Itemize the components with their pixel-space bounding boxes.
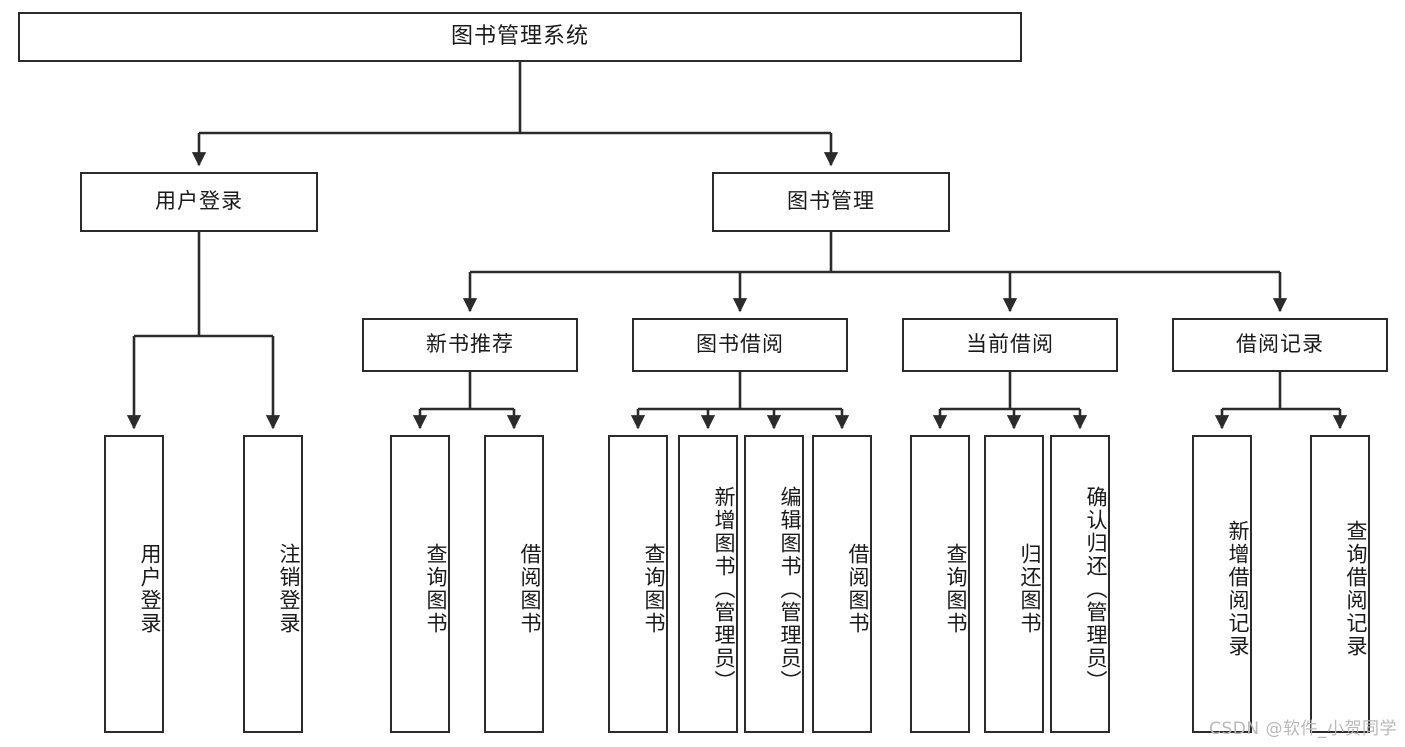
node-leaf-borrow-book-1[interactable]: 借阅图书 <box>484 435 544 733</box>
node-label: 注销登录 <box>277 543 301 635</box>
node-label: 借阅图书 <box>518 543 542 635</box>
node-label: 图书管理系统 <box>450 23 589 49</box>
node-label: 确认归还（管理员） <box>1084 485 1108 693</box>
node-label: 借阅图书 <box>846 543 870 635</box>
node-book-manage[interactable]: 图书管理 <box>712 172 950 232</box>
node-leaf-add-book-admin[interactable]: 新增图书（管理员） <box>678 435 738 733</box>
node-label: 图书管理 <box>787 189 875 214</box>
node-leaf-query-book-2[interactable]: 查询图书 <box>608 435 668 733</box>
node-leaf-logout-login[interactable]: 注销登录 <box>243 435 303 733</box>
csdn-watermark: CSDN @软件_小贺同学 <box>1209 719 1397 739</box>
node-leaf-query-book-1[interactable]: 查询图书 <box>390 435 450 733</box>
node-leaf-borrow-book-2[interactable]: 借阅图书 <box>812 435 872 733</box>
node-book-borrow[interactable]: 图书借阅 <box>632 318 848 372</box>
node-label: 借阅记录 <box>1236 332 1324 357</box>
node-label: 编辑图书（管理员） <box>778 485 802 693</box>
node-label: 查询图书 <box>642 543 666 635</box>
node-label: 查询图书 <box>944 543 968 635</box>
node-label: 用户登录 <box>155 189 243 214</box>
node-label: 新书推荐 <box>426 332 514 357</box>
node-leaf-user-login[interactable]: 用户登录 <box>104 435 164 733</box>
node-leaf-edit-book-admin[interactable]: 编辑图书（管理员） <box>744 435 804 733</box>
node-leaf-add-borrow-record[interactable]: 新增借阅记录 <box>1192 435 1252 733</box>
node-root-book-management-system[interactable]: 图书管理系统 <box>18 12 1022 62</box>
node-label: 图书借阅 <box>696 332 784 357</box>
node-leaf-confirm-return-admin[interactable]: 确认归还（管理员） <box>1050 435 1110 733</box>
node-new-book-recommend[interactable]: 新书推荐 <box>362 318 578 372</box>
node-label: 新增图书（管理员） <box>712 485 736 693</box>
node-user-login[interactable]: 用户登录 <box>80 172 318 232</box>
node-label: 查询图书 <box>424 543 448 635</box>
node-leaf-query-book-3[interactable]: 查询图书 <box>910 435 970 733</box>
node-leaf-query-borrow-record[interactable]: 查询借阅记录 <box>1310 435 1370 733</box>
node-label: 用户登录 <box>138 543 162 635</box>
node-label: 新增借阅记录 <box>1226 520 1250 658</box>
node-label: 当前借阅 <box>966 332 1054 357</box>
node-leaf-return-book[interactable]: 归还图书 <box>984 435 1044 733</box>
node-label: 查询借阅记录 <box>1344 520 1368 658</box>
node-current-borrow[interactable]: 当前借阅 <box>902 318 1118 372</box>
node-borrow-record[interactable]: 借阅记录 <box>1172 318 1388 372</box>
node-label: 归还图书 <box>1018 543 1042 635</box>
